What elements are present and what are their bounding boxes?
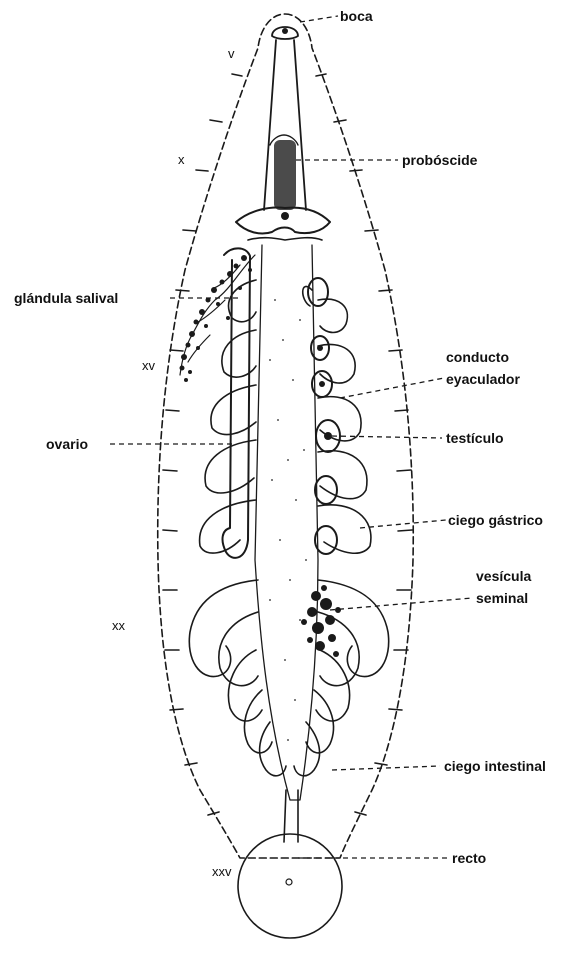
leader-boca: [300, 16, 338, 22]
segment-label-xx: xx: [112, 618, 126, 633]
label-eyaculador: eyaculador: [446, 371, 520, 387]
seminal-vesicle: [301, 585, 341, 657]
segment-label-xxv: xxv: [212, 864, 232, 879]
label-testiculo: testículo: [446, 430, 504, 446]
label-proboscide: probóscide: [402, 152, 478, 168]
proboscis-body: [274, 140, 296, 210]
proboscis-sheath: [264, 40, 306, 210]
label-ciego-intestinal: ciego intestinal: [444, 758, 546, 774]
label-ovario: ovario: [46, 436, 88, 452]
segment-label-x: x: [178, 152, 185, 167]
rectum: [238, 790, 342, 938]
segment-label-xv: xv: [142, 358, 156, 373]
leader-vesicula-seminal: [330, 598, 472, 610]
gastric-caeca-right: [318, 299, 371, 553]
label-ciego-gastrico: ciego gástrico: [448, 512, 543, 528]
leader-ciego-intestinal: [332, 766, 440, 770]
proboscis-collar: [236, 208, 330, 240]
leader-ciego-gastrico: [360, 520, 446, 528]
leader-testiculo: [332, 436, 442, 438]
label-recto: recto: [452, 850, 486, 866]
posterior-sucker: [238, 834, 342, 938]
label-conducto: conducto: [446, 349, 509, 365]
crop-central-tube: [255, 245, 318, 800]
segment-label-v: v: [228, 46, 235, 61]
crop-texture: [269, 299, 307, 741]
salivary-gland: [180, 255, 256, 382]
ovary: [223, 248, 250, 558]
intestinal-caeca: [189, 580, 388, 776]
mouth-structure: [272, 27, 298, 39]
label-vesicula: vesícula: [476, 568, 531, 584]
label-seminal: seminal: [476, 590, 528, 606]
label-glandula-salival: glándula salival: [14, 290, 118, 306]
testicles-chain: [303, 278, 340, 554]
label-boca: boca: [340, 8, 373, 24]
leader-conducto-eyaculador: [340, 378, 444, 398]
